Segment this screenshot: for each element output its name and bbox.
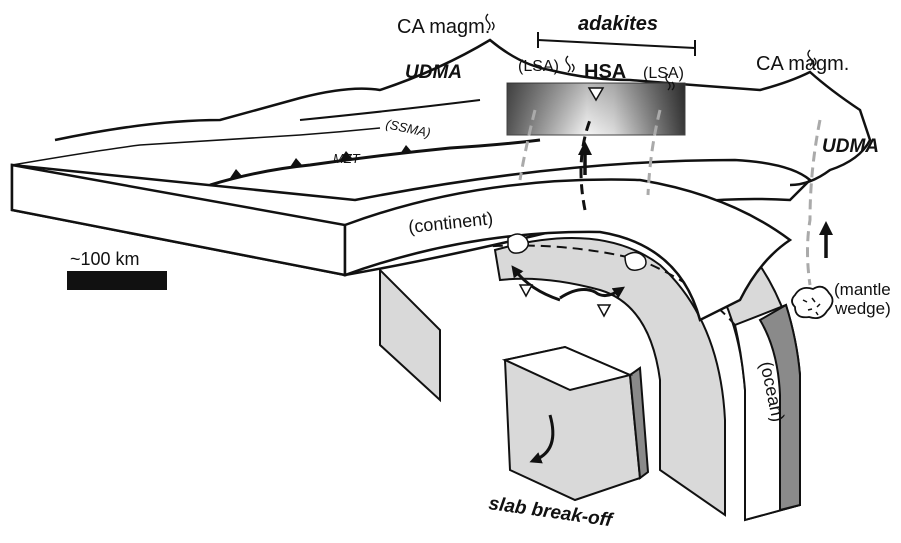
mantle-wedge-label-line2: wedge) (834, 299, 891, 318)
udma-left-label: UDMA (405, 62, 462, 83)
hsa-label: HSA (584, 61, 626, 83)
ca-magm-left-label: CA magm. (397, 16, 490, 38)
ca-magm-right-label: CA magm. (756, 53, 849, 75)
detached-slab-block (505, 347, 648, 500)
mzt-label: MZT (333, 151, 361, 166)
adakites-bracket (538, 32, 695, 56)
slab-breakoff-label: slab break-off (487, 493, 615, 531)
continent-plate (12, 160, 810, 320)
ssma-label: (SSMA) (384, 116, 432, 140)
mantle-wedge-rock-icon (792, 287, 833, 318)
udma-right-label: UDMA (822, 136, 879, 157)
scale-label: ~100 km (70, 249, 140, 269)
scale-bar (67, 271, 167, 290)
ridge-left-slope (12, 128, 380, 165)
mantle-wedge-label-line1: (mantle (834, 280, 891, 299)
lsa-right-label: (LSA) (643, 65, 684, 82)
lsa-left-label: (LSA) (518, 58, 559, 75)
adakites-label: adakites (578, 13, 658, 35)
